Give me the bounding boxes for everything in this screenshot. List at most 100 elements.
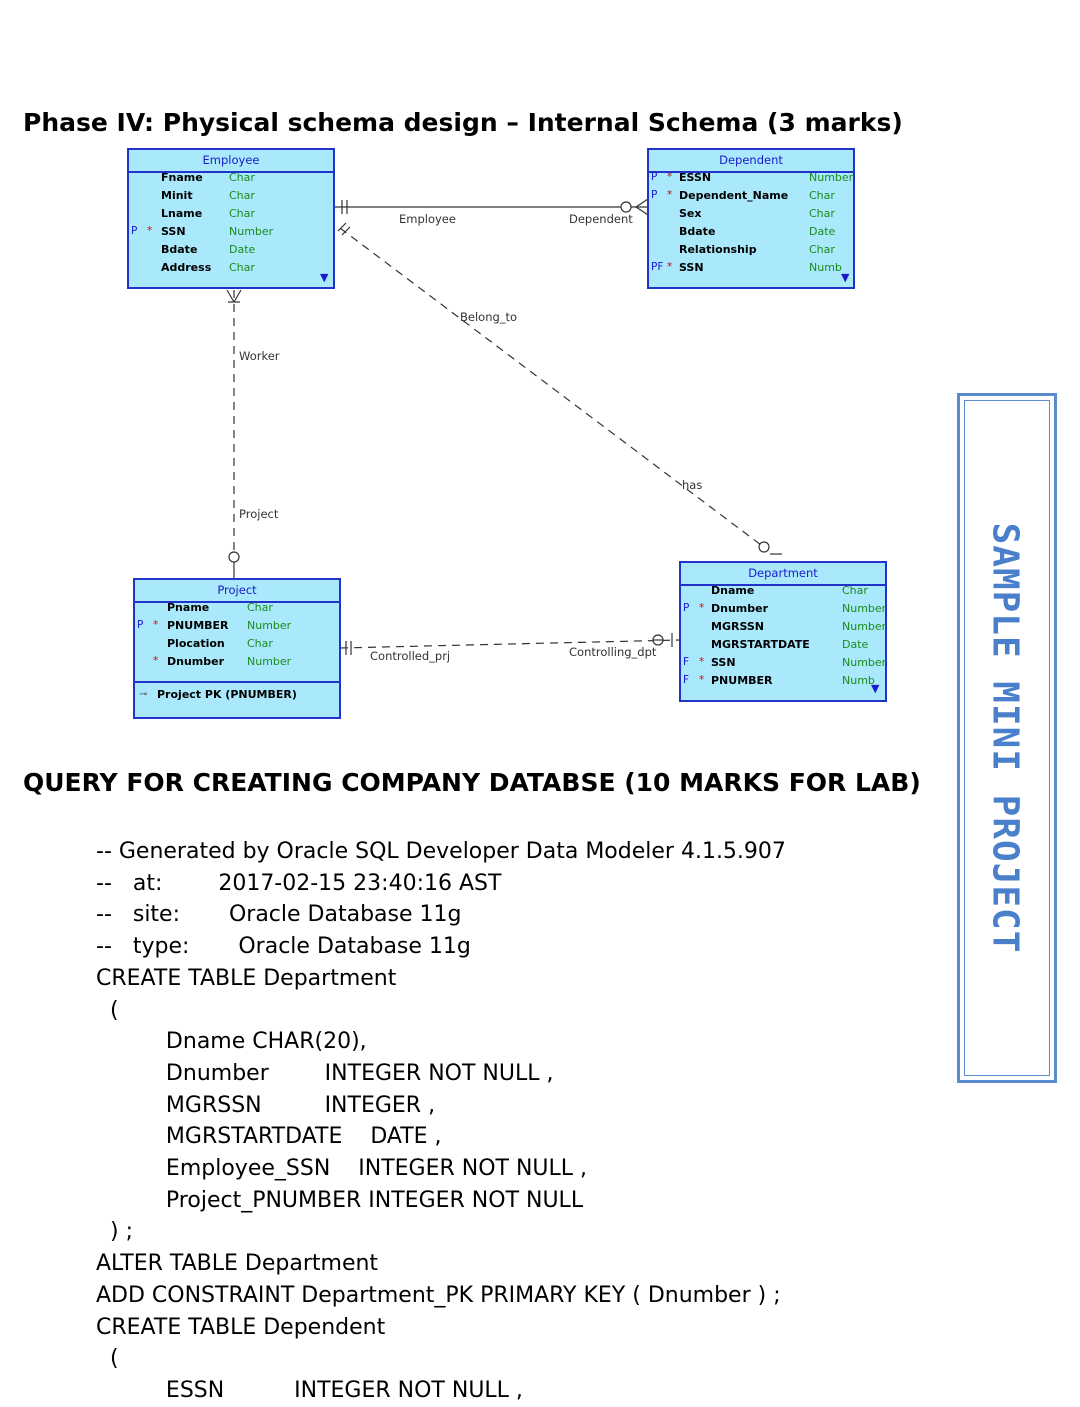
attr-key-flag: P (137, 619, 144, 631)
rel-label-controlling-dpt: Controlling_dpt (569, 645, 657, 659)
attr-name: Plocation (167, 637, 225, 650)
sql-line: -- Generated by Oracle SQL Developer Dat… (96, 839, 786, 864)
attr-type: Number (229, 225, 274, 238)
attr-type: Number (842, 656, 887, 669)
attr-name: Address (161, 261, 212, 274)
rel-label-dependent: Dependent (569, 212, 633, 226)
entity-title: Dependent (649, 150, 853, 173)
attr-type: Char (809, 243, 835, 256)
attr-name: MGRSSN (711, 620, 765, 633)
attr-key-flag: PF (651, 261, 664, 273)
attr-key-flag: P (651, 189, 658, 201)
attr-type: Char (229, 171, 255, 184)
attr-name: Bdate (679, 225, 716, 238)
project-pk-label: Project PK (PNUMBER) (157, 688, 297, 701)
sql-line: CREATE TABLE Department (96, 965, 397, 991)
sql-line: MGRSTARTDATE DATE , (96, 1124, 442, 1150)
entity-title: Department (681, 563, 885, 586)
attr-name: Minit (161, 189, 193, 202)
scroll-down-icon[interactable]: ▼ (320, 271, 329, 284)
sql-line: MGRSSN INTEGER , (96, 1092, 436, 1118)
er-relationship-lines (226, 198, 782, 655)
sql-line: CREATE TABLE Dependent (96, 1314, 386, 1340)
rel-label-project: Project (239, 507, 279, 521)
rel-label-employee: Employee (399, 212, 456, 226)
attr-type: Char (809, 207, 835, 220)
sql-line: ESSN INTEGER NOT NULL , (96, 1377, 523, 1403)
attr-type: Number (247, 655, 292, 668)
rel-label-belong-to: Belong_to (460, 310, 518, 324)
scroll-down-icon[interactable]: ▼ (841, 271, 850, 284)
attr-key-flag: F (683, 656, 690, 668)
attr-name: ESSN (679, 171, 712, 184)
attr-type: Number (842, 602, 887, 615)
attr-name: SSN (161, 225, 186, 238)
attr-name: Relationship (679, 243, 757, 256)
sql-line: ( (96, 997, 119, 1023)
attr-key-flag: P (131, 225, 138, 237)
attr-mandatory-marker: * (699, 674, 705, 686)
attr-type: Number (842, 620, 887, 633)
attr-type: Number (809, 171, 854, 184)
attr-type: Char (247, 637, 273, 650)
attr-mandatory-marker: * (667, 261, 673, 273)
attr-name: MGRSTARTDATE (711, 638, 810, 651)
attr-mandatory-marker: * (699, 602, 705, 614)
attr-mandatory-marker: * (147, 225, 153, 237)
sql-line: -- site: Oracle Database 11g (96, 902, 462, 928)
entity-title: Project (135, 580, 339, 603)
attr-type: Char (809, 189, 835, 202)
entity-title: Employee (129, 150, 333, 173)
attr-type: Numb (842, 674, 875, 687)
side-label: SAMPLE MINI PROJECT (984, 522, 1026, 954)
attr-key-flag: F (683, 674, 690, 686)
phase-heading: Phase IV: Physical schema design – Inter… (23, 108, 903, 137)
attr-name: PNUMBER (711, 674, 773, 687)
sql-line: Project_PNUMBER INTEGER NOT NULL (96, 1187, 584, 1213)
sql-line: Dnumber INTEGER NOT NULL , (96, 1060, 554, 1086)
attr-type: Date (809, 225, 836, 238)
attr-type: Numb (809, 261, 842, 274)
attr-mandatory-marker: * (153, 655, 159, 667)
attr-name: Fname (161, 171, 203, 184)
attr-type: Char (842, 584, 868, 597)
attr-name: PNUMBER (167, 619, 229, 632)
attr-type: Char (229, 207, 255, 220)
scroll-down-icon[interactable]: ▼ (871, 682, 880, 695)
attr-type: Date (229, 243, 256, 256)
attr-type: Char (247, 601, 273, 614)
sql-line: ( (96, 1346, 119, 1372)
attr-type: Char (229, 261, 255, 274)
attr-name: Dnumber (167, 655, 225, 668)
attr-mandatory-marker: * (699, 656, 705, 668)
sql-line: ADD CONSTRAINT Department_PK PRIMARY KEY… (96, 1282, 781, 1308)
attr-mandatory-marker: * (153, 619, 159, 631)
attr-name: Dname (711, 584, 755, 597)
attr-key-flag: P (651, 171, 658, 183)
attr-name: Pname (167, 601, 210, 614)
attr-type: Char (229, 189, 255, 202)
sql-line: Dname CHAR(20), (96, 1029, 367, 1055)
attr-name: SSN (679, 261, 704, 274)
sql-line: ) ; (96, 1219, 133, 1245)
side-label-box (957, 393, 1057, 1083)
attr-mandatory-marker: * (667, 171, 673, 183)
sql-line: Employee_SSN INTEGER NOT NULL , (96, 1156, 588, 1181)
attr-key-flag: P (683, 602, 690, 614)
attr-type: Date (842, 638, 869, 651)
attr-mandatory-marker: * (667, 189, 673, 201)
attr-type: Number (247, 619, 292, 632)
sql-line: -- type: Oracle Database 11g (96, 934, 471, 960)
attr-name: Sex (679, 207, 702, 220)
key-icon: ⊸ (139, 689, 148, 700)
rel-label-has: has (682, 478, 703, 492)
attr-name: Dependent_Name (679, 189, 789, 202)
attr-name: Lname (161, 207, 203, 220)
rel-label-controlled-prj: Controlled_prj (370, 649, 451, 663)
attr-name: Bdate (161, 243, 198, 256)
sql-line: -- at: 2017-02-15 23:40:16 AST (96, 870, 502, 896)
